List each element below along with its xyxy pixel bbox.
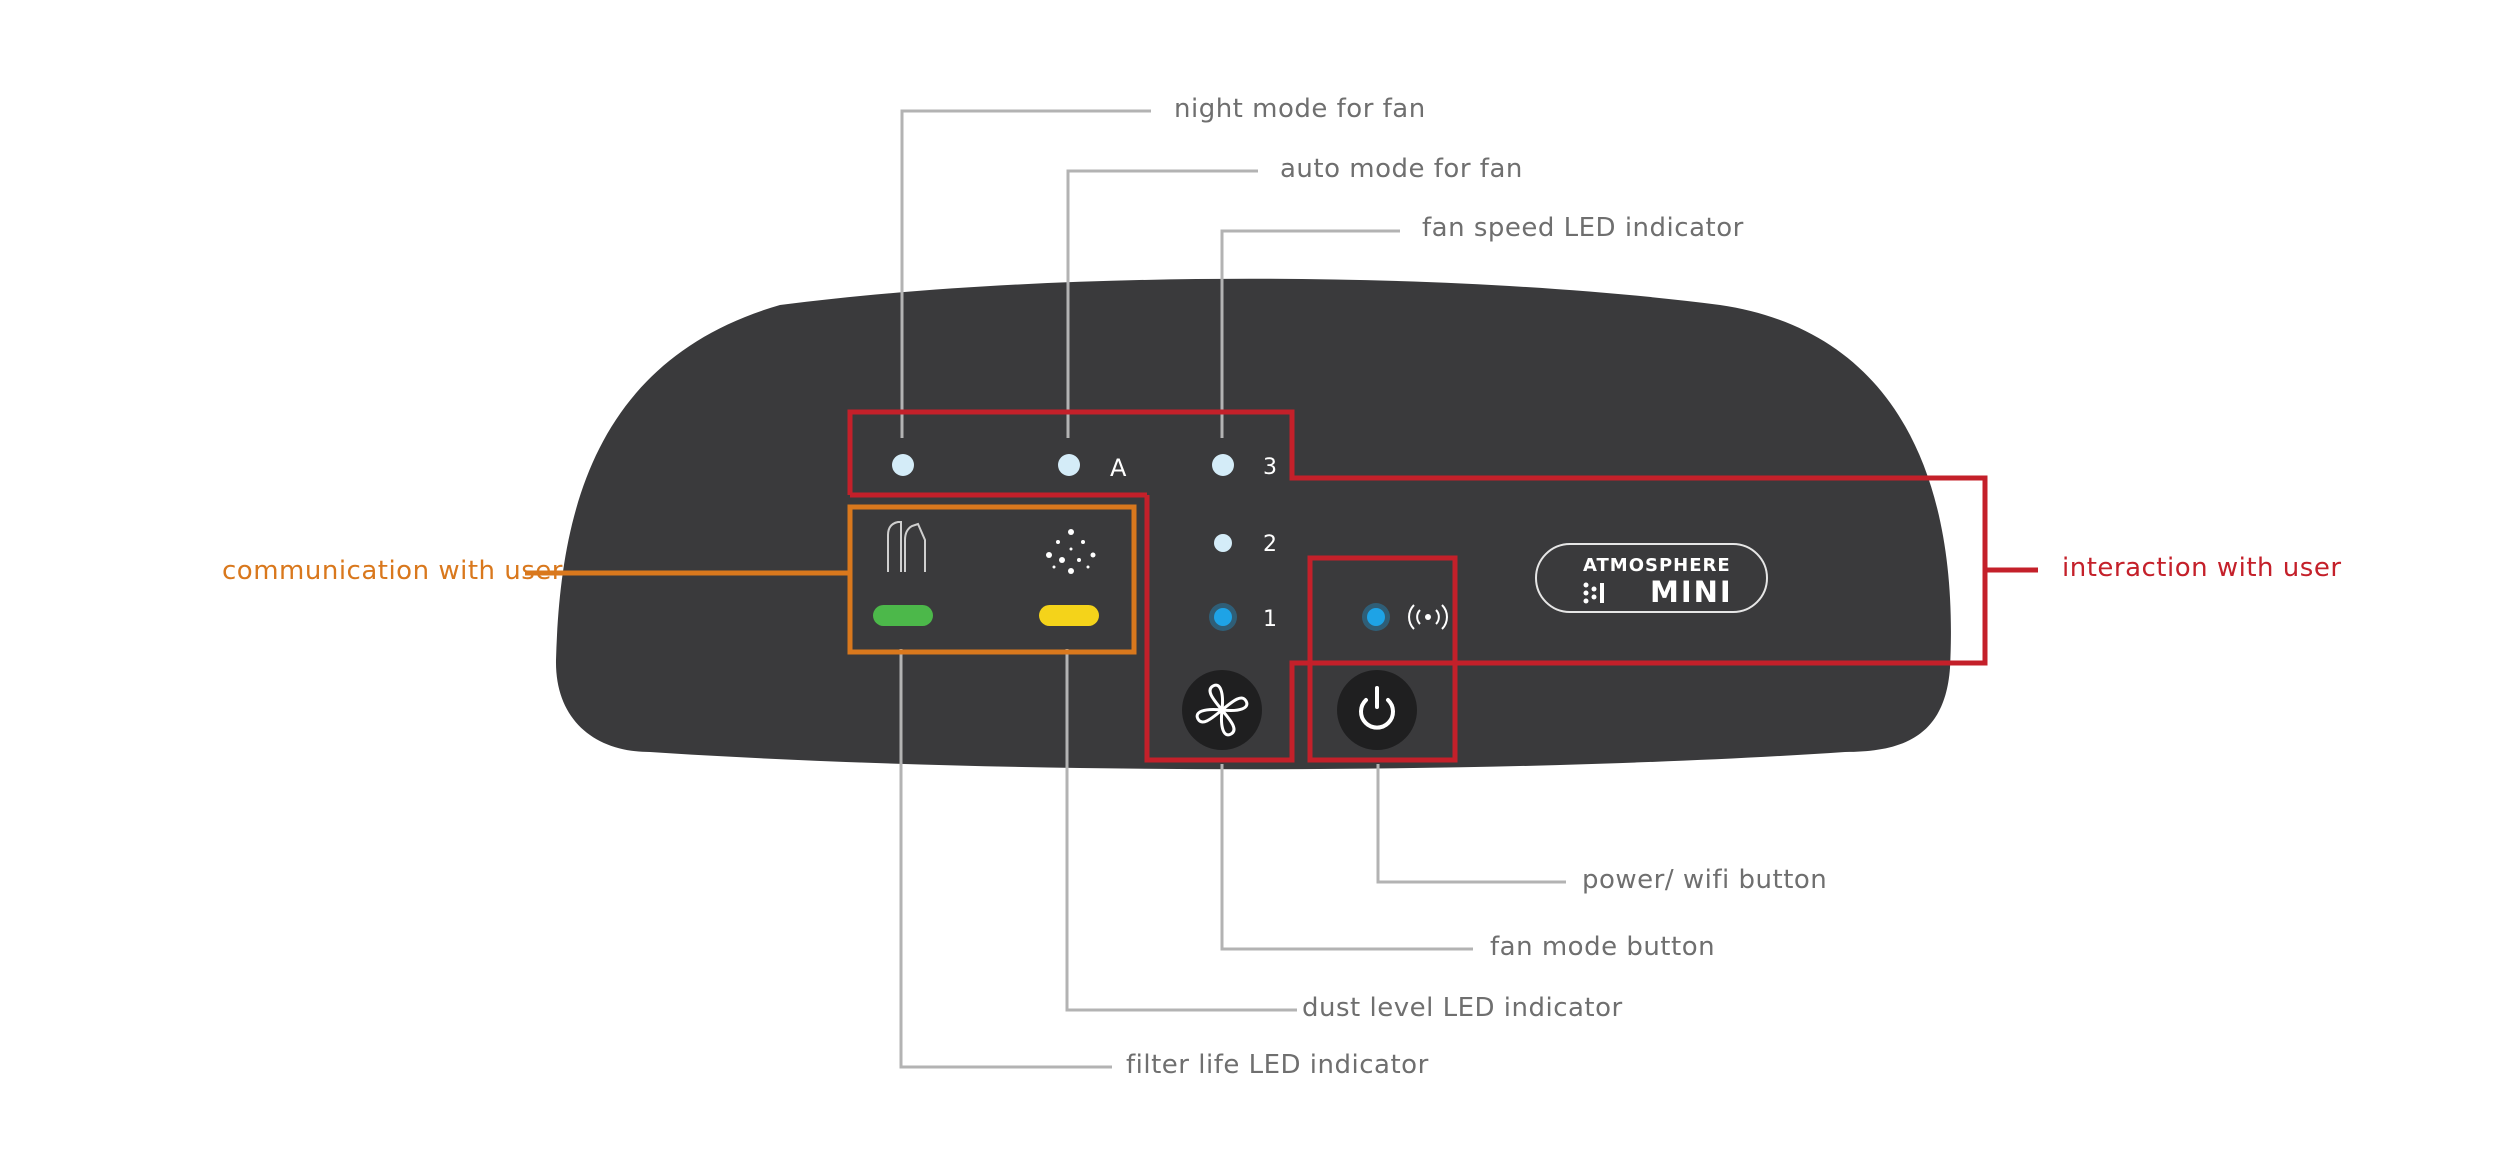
filter-life-leader	[899, 649, 1112, 1069]
fan-speed-3-led	[1212, 454, 1234, 476]
power-wifi-label: power/ wifi button	[1582, 865, 1828, 895]
fan-mode-button-leader	[1220, 764, 1473, 951]
interaction-box	[847, 409, 1988, 763]
fan-speed-leader	[1220, 229, 1400, 438]
dust-level-led-label: dust level LED indicator	[1302, 993, 1623, 1023]
power-wifi-leader	[1376, 764, 1566, 884]
night-mode-label: night mode for fan	[1174, 94, 1426, 124]
brand-logo-icon	[1583, 582, 1604, 604]
communication-box	[847, 504, 1137, 655]
interaction-box-outline	[847, 409, 1988, 763]
brand-model: MINI	[1650, 575, 1733, 609]
power-icon	[1359, 686, 1395, 730]
dust-level-leader	[1065, 649, 1297, 1012]
wifi-signal-icon	[1408, 604, 1448, 630]
filter-life-led	[873, 605, 933, 626]
speed-1-label: 1	[1263, 607, 1277, 632]
night-mode-leader	[900, 109, 1151, 438]
fan-mode-button-label: fan mode button	[1490, 932, 1716, 962]
auto-mode-label: auto mode for fan	[1280, 154, 1523, 184]
device-body	[555, 278, 1951, 770]
filter-life-led-label: filter life LED indicator	[1126, 1050, 1429, 1080]
auto-mode-symbol: A	[1110, 454, 1127, 482]
leader-lines	[899, 109, 1566, 1069]
dust-level-led	[1039, 605, 1099, 626]
speed-3-label: 3	[1263, 455, 1277, 480]
speed-2-label: 2	[1263, 532, 1277, 557]
power-button[interactable]	[1337, 670, 1417, 750]
fan-speed-led-label: fan speed LED indicator	[1422, 213, 1744, 243]
night-mode-led	[892, 454, 914, 476]
interaction-label: interaction with user	[2062, 553, 2342, 583]
fan-icon	[1195, 683, 1249, 737]
fan-speed-1-led	[1214, 608, 1232, 626]
auto-mode-leader	[1066, 169, 1258, 438]
fan-speed-2-led	[1214, 534, 1232, 552]
fan-mode-button[interactable]	[1182, 670, 1262, 750]
communication-label: communication with user	[222, 556, 563, 586]
filter-icon	[887, 521, 926, 572]
auto-mode-led	[1058, 454, 1080, 476]
brand-name: ATMOSPHERE	[1583, 555, 1731, 576]
brand-badge: ATMOSPHERE MINI	[1535, 543, 1768, 613]
wifi-status-led	[1367, 608, 1385, 626]
dust-particles-icon	[1046, 529, 1096, 574]
